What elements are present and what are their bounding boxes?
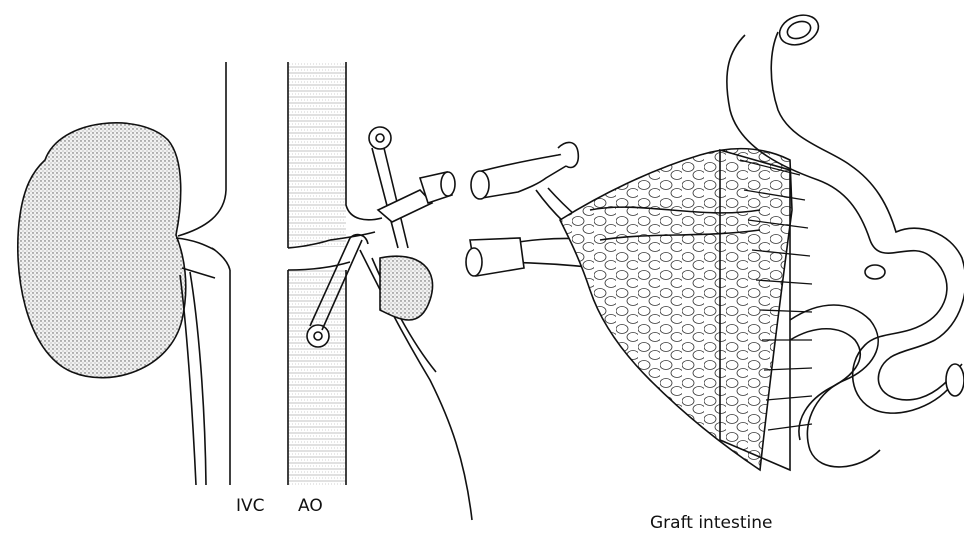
vascular-clamp-top [369, 127, 455, 248]
aorta [288, 62, 382, 485]
ivc-label: IVC [236, 496, 265, 516]
graft-intestine-label: Graft intestine [650, 513, 772, 533]
aorta-label: AO [298, 496, 323, 516]
kidney [18, 123, 215, 485]
mesentery [560, 149, 812, 470]
